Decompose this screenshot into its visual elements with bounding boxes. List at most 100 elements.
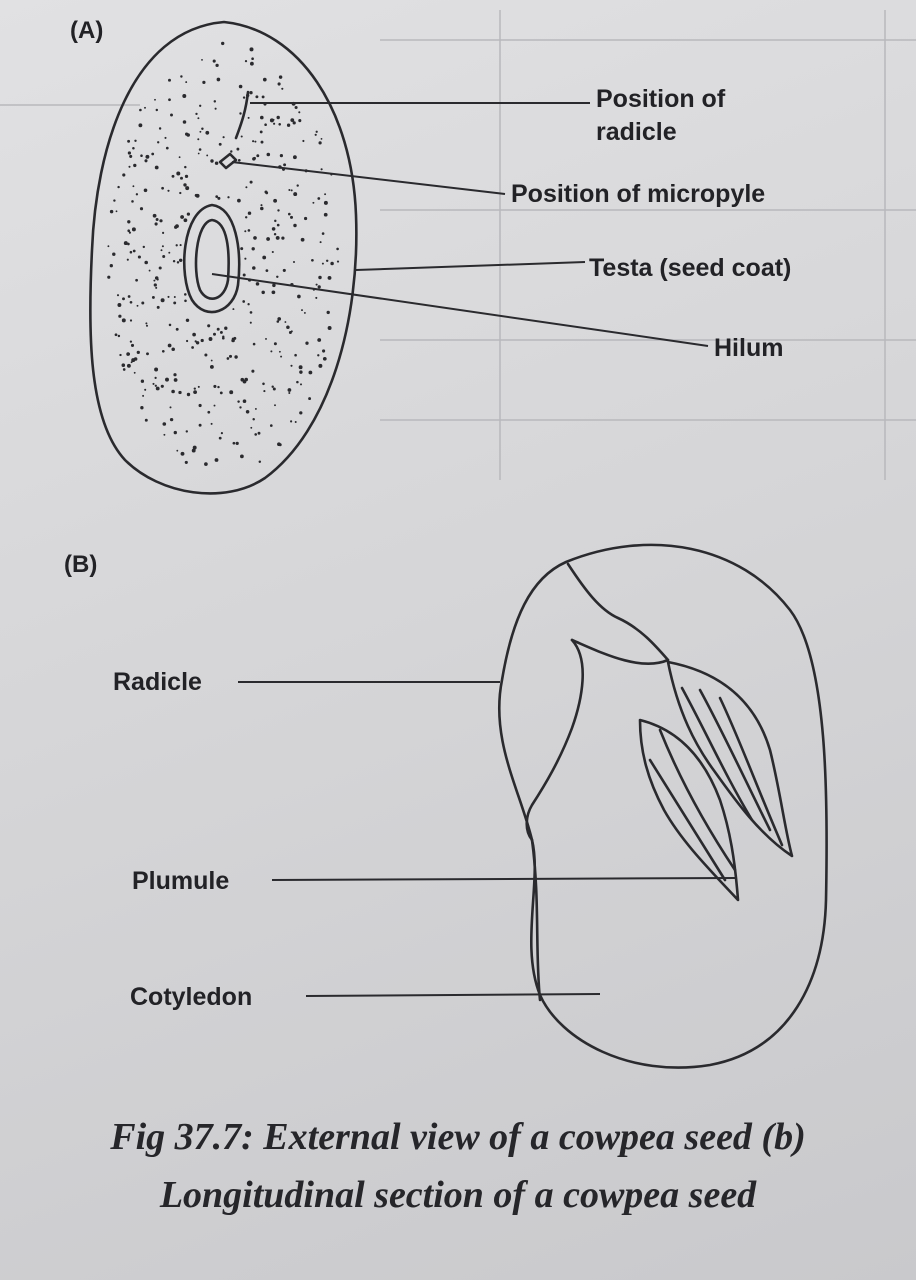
testa-speckle: [308, 397, 312, 401]
panel-a-tag: (A): [70, 17, 103, 44]
testa-speckle: [293, 192, 298, 197]
testa-speckle: [288, 188, 291, 192]
seed-b-outline: [497, 543, 828, 1069]
testa-speckle: [137, 255, 141, 259]
testa-speckle: [327, 326, 332, 330]
testa-speckle: [273, 198, 278, 203]
testa-speckle: [144, 260, 148, 265]
testa-speckle: [184, 165, 187, 169]
testa-speckle: [278, 350, 281, 353]
testa-speckle: [130, 343, 135, 347]
testa-speckle: [290, 420, 293, 423]
testa-speckle: [278, 443, 282, 447]
testa-speckle: [214, 161, 219, 165]
testa-speckle: [294, 353, 297, 357]
testa-speckle: [129, 319, 133, 322]
testa-speckle: [277, 82, 281, 86]
testa-speckle: [222, 336, 225, 340]
testa-speckle: [290, 118, 295, 123]
testa-speckle: [171, 347, 175, 351]
testa-speckle: [276, 275, 279, 279]
seed-external-view: [88, 20, 358, 495]
testa-speckle: [312, 201, 315, 204]
testa-speckle: [184, 299, 187, 303]
testa-speckle: [197, 385, 200, 388]
testa-speckle: [237, 400, 240, 403]
testa-speckle: [336, 247, 339, 251]
testa-speckle: [129, 154, 133, 158]
testa-speckle: [133, 371, 136, 374]
testa-speckle: [185, 132, 189, 136]
testa-speckle: [205, 130, 210, 135]
testa-speckle: [253, 156, 256, 160]
testa-speckle: [263, 390, 266, 393]
testa-speckle: [317, 285, 321, 289]
testa-speckle: [244, 60, 248, 63]
testa-speckle: [260, 206, 264, 211]
testa-speckle: [261, 290, 265, 295]
testa-speckle: [321, 232, 325, 235]
testa-speckle: [222, 136, 225, 139]
testa-speckle: [218, 436, 222, 440]
testa-speckle: [154, 276, 159, 280]
testa-speckle: [159, 219, 163, 223]
plumule-inner-leaf: [638, 718, 740, 902]
testa-speckle: [107, 275, 111, 279]
testa-speckle: [272, 387, 276, 391]
testa-speckle: [156, 305, 160, 309]
testa-speckle: [215, 195, 219, 198]
testa-speckle: [154, 384, 157, 387]
testa-speckle: [250, 426, 253, 429]
testa-speckle: [220, 432, 223, 435]
testa-speckle: [228, 354, 233, 358]
testa-speckle: [173, 301, 177, 305]
label-position-of-micropyle: Position of micropyle: [511, 180, 765, 208]
testa-speckle: [226, 357, 230, 360]
testa-speckle: [129, 340, 133, 343]
testa-speckle: [326, 310, 330, 315]
figure-caption-line1: Fig 37.7: External view of a cowpea seed…: [110, 1116, 806, 1158]
testa-speckle: [201, 58, 203, 61]
testa-speckle: [327, 275, 332, 280]
testa-speckle: [247, 303, 250, 306]
testa-speckle: [299, 370, 303, 374]
testa-speckle: [183, 218, 188, 223]
label-testa: Testa (seed coat): [589, 254, 791, 282]
testa-speckle: [210, 422, 213, 425]
testa-speckle: [194, 340, 197, 343]
testa-speckle: [288, 212, 291, 216]
testa-speckle: [273, 122, 276, 125]
testa-speckle: [216, 327, 220, 331]
testa-speckle: [170, 113, 173, 117]
testa-speckle: [319, 241, 322, 244]
testa-speckle: [298, 119, 302, 123]
testa-speckle: [280, 355, 283, 358]
testa-speckle: [127, 295, 131, 298]
testa-speckle: [214, 458, 219, 462]
testa-speckle: [255, 282, 260, 286]
label-cotyledon: Cotyledon: [130, 983, 252, 1011]
testa-speckle: [293, 223, 297, 228]
testa-speckle: [213, 404, 216, 407]
radicle-inner-edge: [570, 638, 670, 665]
testa-speckle: [161, 186, 164, 190]
testa-speckle: [294, 421, 297, 423]
testa-speckle: [244, 216, 248, 219]
testa-speckle: [109, 264, 113, 268]
testa-speckle: [265, 269, 269, 272]
testa-speckle: [249, 180, 253, 184]
testa-speckle: [117, 303, 122, 307]
testa-speckle: [117, 334, 121, 338]
testa-speckle: [198, 403, 202, 408]
testa-speckle: [217, 196, 221, 200]
testa-speckle: [270, 350, 273, 353]
testa-speckle: [121, 363, 126, 367]
testa-speckle: [320, 168, 323, 171]
testa-speckle: [195, 112, 198, 116]
seed-longitudinal-section: [497, 543, 828, 1069]
testa-speckle: [130, 361, 133, 364]
testa-speckle: [240, 377, 245, 382]
testa-speckle: [163, 433, 166, 436]
testa-speckle: [161, 245, 164, 248]
testa-speckle: [252, 140, 255, 143]
